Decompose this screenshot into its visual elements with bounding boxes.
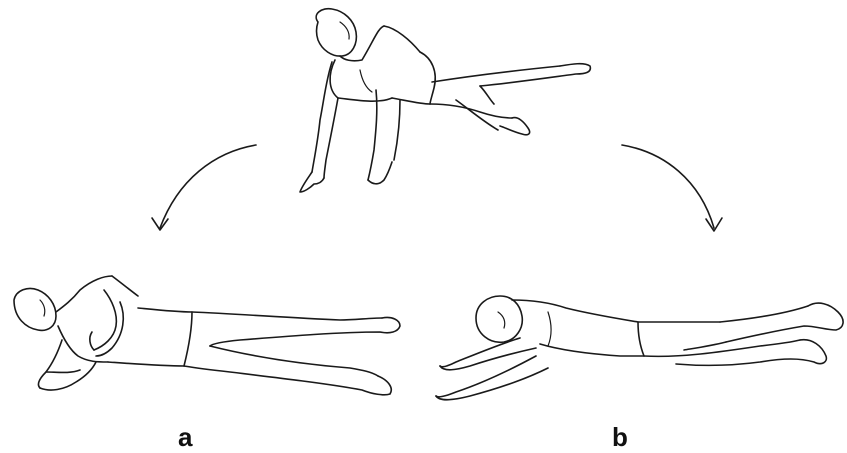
arrow-to-b: [622, 145, 722, 231]
figure-b-prone: [436, 296, 843, 400]
arrow-to-a: [152, 145, 256, 230]
falling-person-figure: [300, 9, 590, 192]
panel-label-a: a: [178, 424, 192, 450]
figure-a-side-lying: [14, 276, 400, 395]
panel-label-b: b: [612, 424, 628, 450]
